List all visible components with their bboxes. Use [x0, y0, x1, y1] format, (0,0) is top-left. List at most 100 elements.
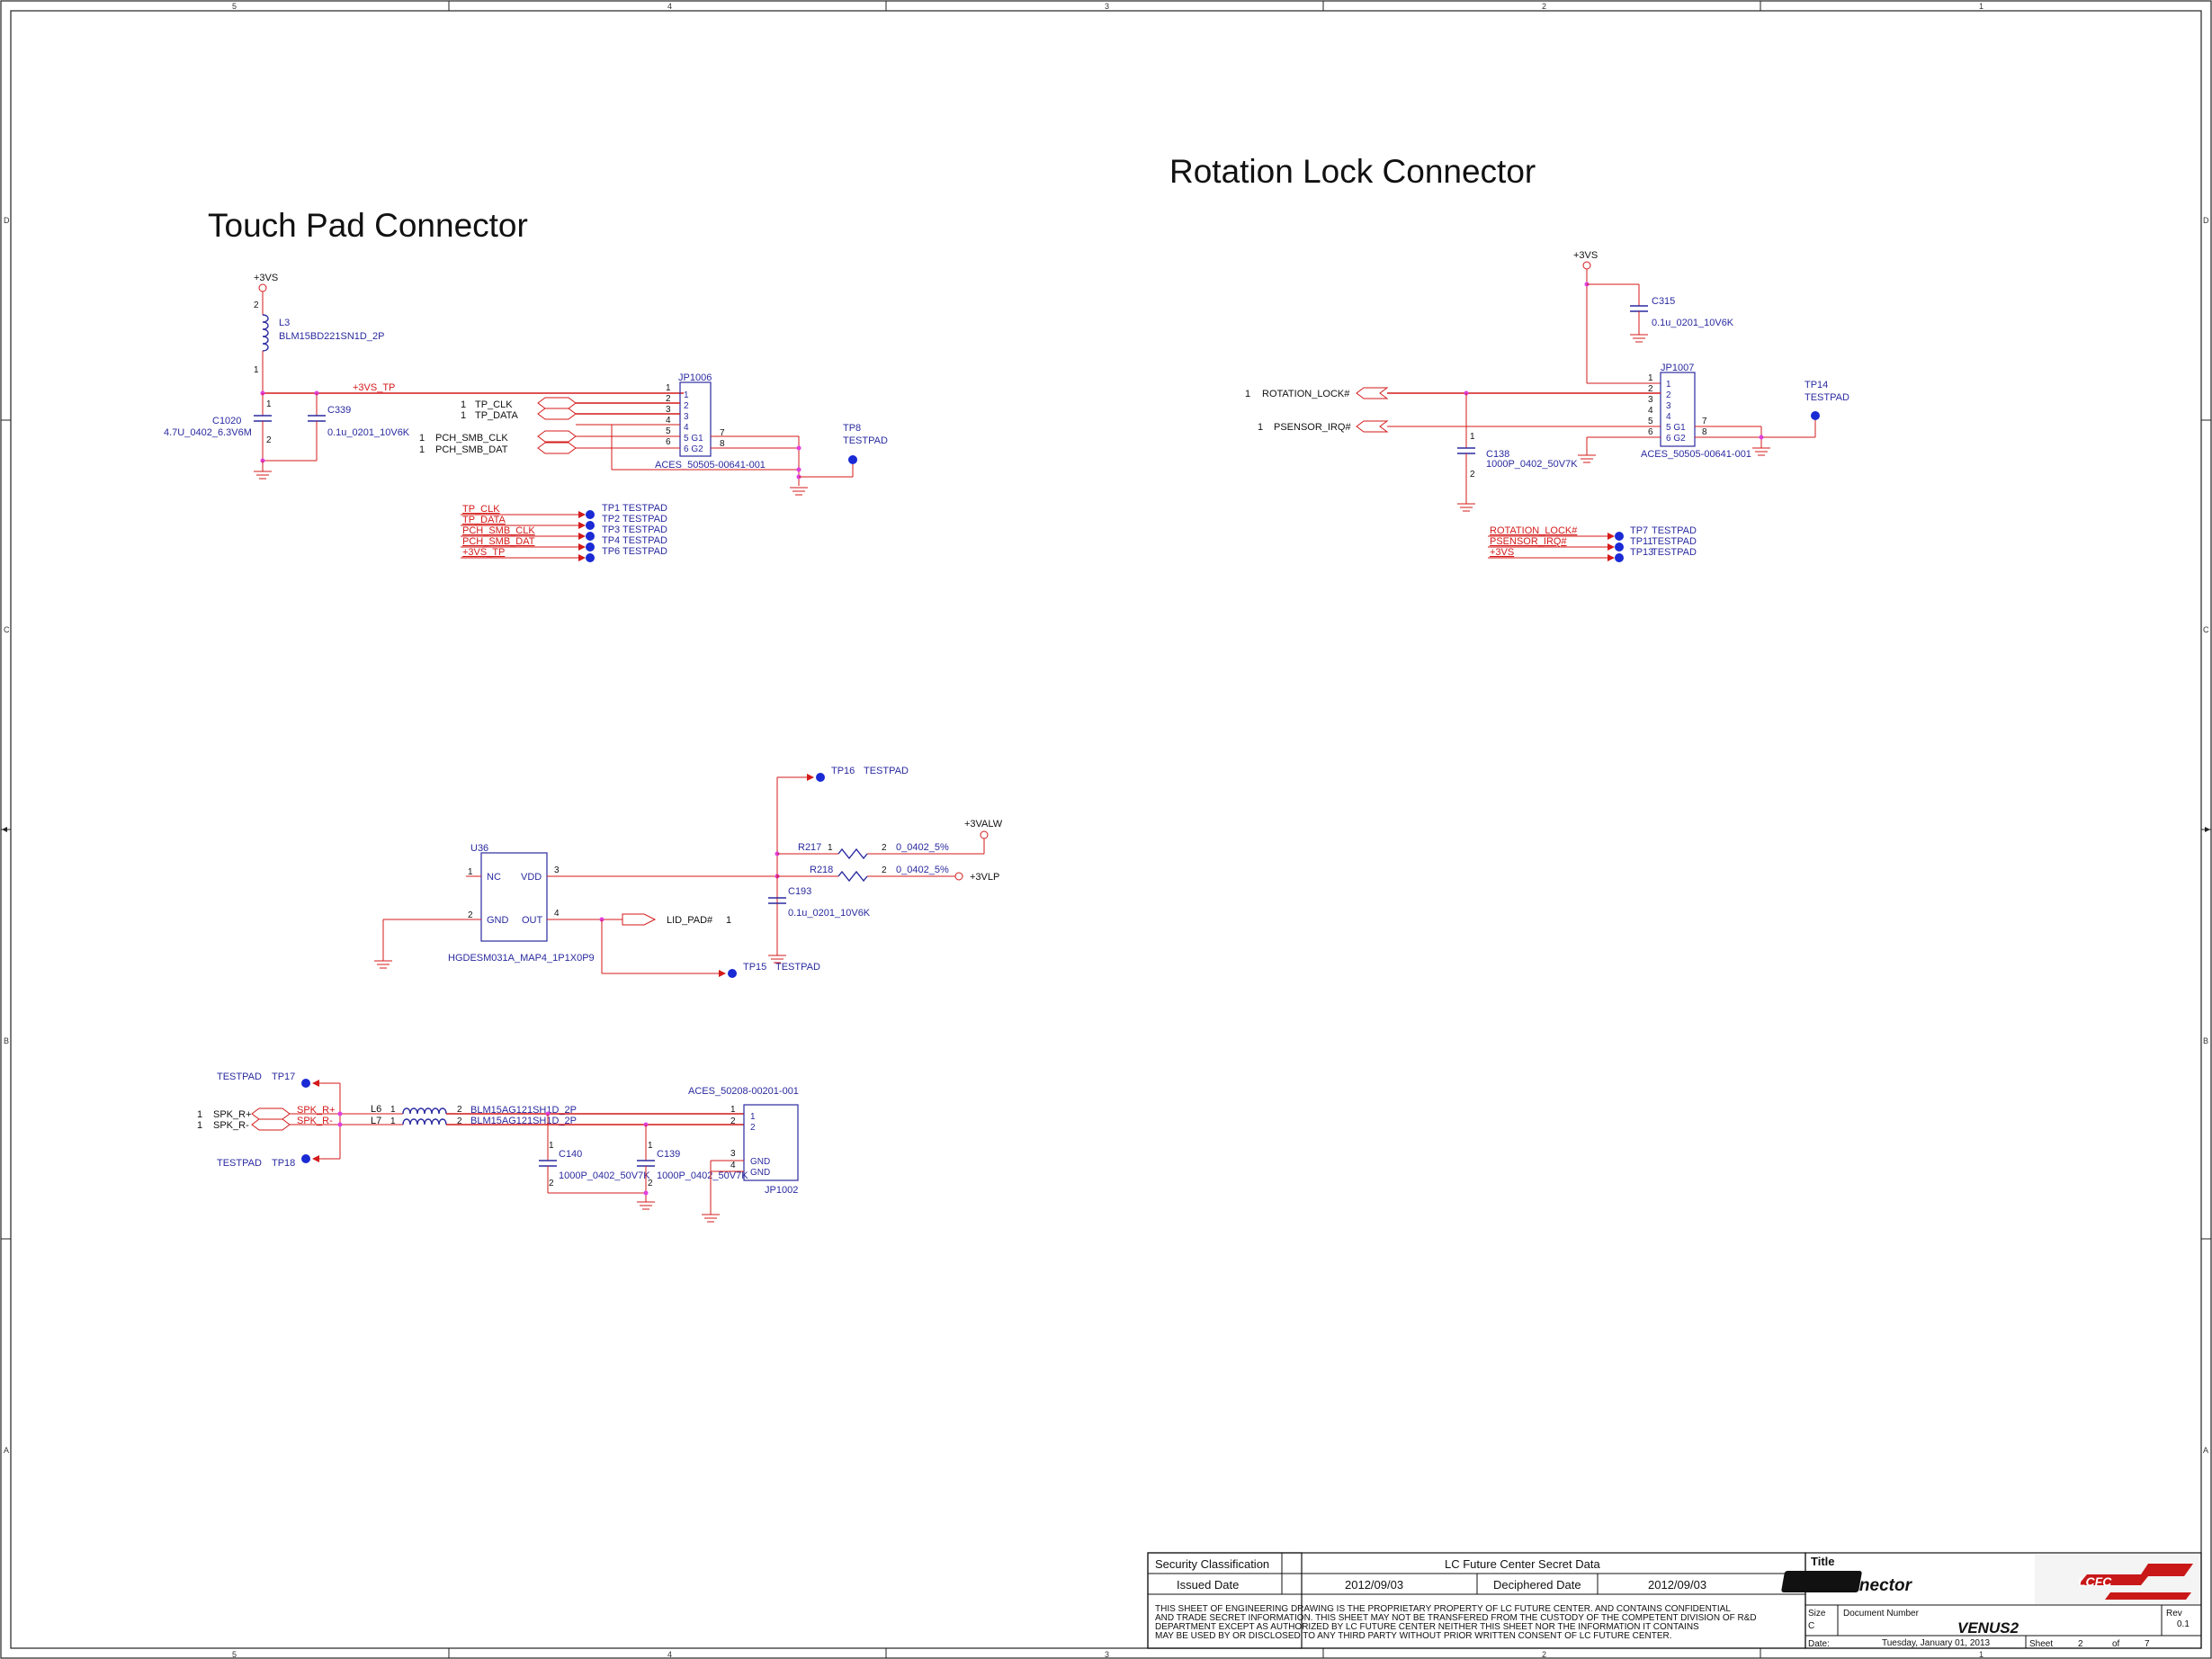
tp17-label: TESTPAD: [217, 1072, 262, 1082]
c339-value: 0.1u_0201_10V6K: [327, 427, 410, 438]
tp15-ref: TP15: [743, 962, 766, 973]
r217-ref: R217: [798, 842, 821, 853]
tp-net: TP_DATA: [462, 515, 506, 525]
svg-text:GND: GND: [750, 1157, 770, 1167]
ground-icon: [1578, 454, 1596, 463]
u36-part: HGDESM031A_MAP4_1P1X0P9: [448, 953, 595, 964]
c139-ref: C139: [657, 1149, 680, 1160]
port-spk-n-icon: [251, 1118, 291, 1131]
port-psensor-icon: [1356, 420, 1389, 433]
testpad-icon: [1615, 532, 1624, 541]
tp-net: PSENSOR_IRQ#: [1490, 536, 1567, 547]
svg-text:1: 1: [750, 1112, 756, 1122]
port-num: 1: [197, 1109, 202, 1120]
l7-ref: L7: [371, 1116, 381, 1126]
c140-pin: 2: [549, 1179, 554, 1188]
ground-icon: [1752, 447, 1770, 456]
zone-row-c-right: C: [2203, 625, 2209, 634]
c1020-pin-1: 1: [266, 399, 272, 409]
touchpad-testpoint-list: TP_CLK TP_DATA PCH_SMB_CLK PCH_SMB_DAT +…: [461, 503, 667, 562]
tb-rev-value: 0.1: [2177, 1619, 2190, 1629]
u36-pin-num: 1: [468, 867, 473, 877]
tb-notice-line: THIS SHEET OF ENGINEERING DRAWING IS THE…: [1155, 1604, 1731, 1614]
c193-value: 0.1u_0201_10V6K: [788, 908, 871, 919]
svg-text:4: 4: [1666, 412, 1671, 422]
testpad-icon: [586, 553, 595, 562]
port-num: 1: [461, 399, 466, 410]
jp1002-pin: 4: [730, 1161, 736, 1170]
tb-notice-line: AND TRADE SECRET INFORMATION. THIS SHEET…: [1155, 1613, 1757, 1623]
testpad-icon: [301, 1154, 310, 1163]
tb-issued-label: Issued Date: [1177, 1578, 1239, 1592]
svg-text:6 G2: 6 G2: [1666, 434, 1686, 444]
svg-text:5 G1: 5 G1: [1666, 423, 1686, 433]
tb-deciphered-label: Deciphered Date: [1493, 1578, 1581, 1592]
zone-col-3-top: 3: [1105, 2, 1109, 11]
tb-docnum-label: Document Number: [1843, 1609, 1920, 1619]
c1020-pin-2: 2: [266, 435, 272, 445]
jp1002-pin: 1: [730, 1105, 736, 1115]
svg-text:3: 3: [666, 405, 671, 415]
zone-row-c-left: C: [4, 625, 10, 634]
tp-ref: TP3: [602, 525, 620, 535]
sig-smb-dat: PCH_SMB_DAT: [435, 444, 508, 455]
zone-col-2-top: 2: [1542, 2, 1546, 11]
testpad-icon: [586, 510, 595, 519]
u36-pin-vdd: VDD: [521, 872, 542, 883]
sig-smb-clk: PCH_SMB_CLK: [435, 433, 508, 444]
testpad-icon: [848, 455, 857, 464]
jp1002-body: [743, 1104, 799, 1181]
testpad-icon: [586, 543, 595, 552]
port-num: 1: [419, 433, 425, 444]
ground-icon: [637, 1201, 655, 1210]
resistor-icon: [837, 870, 868, 883]
tp8-ref: TP8: [843, 423, 861, 434]
svg-text:5: 5: [1648, 417, 1653, 426]
power-valw: +3VALW: [964, 819, 1003, 830]
u36-ref: U36: [470, 843, 488, 854]
tp18-label: TESTPAD: [217, 1158, 262, 1169]
tp-ref: TP2: [602, 514, 620, 525]
r218-value: 0_0402_5%: [896, 865, 949, 875]
tp14-ref: TP14: [1805, 380, 1828, 390]
port-num: 1: [1245, 389, 1250, 399]
tp-net: ROTATION_LOCK#: [1490, 525, 1578, 536]
jp1002-pin: 3: [730, 1149, 736, 1159]
r217-pin: 1: [828, 843, 833, 853]
ground-icon: [768, 955, 786, 964]
tb-date-label: Date:: [1808, 1639, 1830, 1649]
tp15-label: TESTPAD: [775, 962, 820, 973]
svg-text:1: 1: [1666, 380, 1671, 390]
tp-ref: TP7: [1630, 525, 1648, 536]
tp-label: TESTPAD: [1652, 525, 1697, 536]
lcfc-logo: LCFC: [1781, 1555, 2200, 1604]
bead-pin: 2: [457, 1105, 462, 1115]
r218-pin: 2: [882, 865, 887, 875]
svg-text:7: 7: [720, 428, 725, 438]
testpad-icon: [1615, 543, 1624, 552]
inductor-icon: [262, 314, 269, 352]
zone-row-b-right: B: [2203, 1036, 2208, 1045]
svg-text:6 G2: 6 G2: [684, 444, 703, 454]
c139-pin: 2: [648, 1179, 653, 1188]
bead-l6-icon: [402, 1107, 447, 1115]
l3-ref: L3: [279, 318, 290, 328]
l3-pin-2: 2: [254, 300, 259, 310]
port-tp-data-icon: [537, 408, 577, 420]
touchpad-heading: Touch Pad Connector: [208, 207, 528, 244]
svg-text:GND: GND: [750, 1168, 770, 1178]
c140-pin: 1: [549, 1141, 554, 1151]
r218-ref: R218: [810, 865, 833, 875]
tb-rev-label: Rev: [2166, 1609, 2182, 1619]
tp-ref: TP1: [602, 503, 620, 514]
tb-sheet-label: Sheet: [2029, 1639, 2053, 1649]
tb-docnum-value: VENUS2: [1957, 1619, 2019, 1637]
tp16-label: TESTPAD: [864, 766, 909, 776]
power-port-icon: [980, 830, 989, 839]
svg-text:3: 3: [1648, 395, 1653, 405]
testpad-icon: [1811, 411, 1820, 420]
svg-text:3: 3: [1666, 401, 1671, 411]
ground-icon: [702, 1214, 720, 1223]
touchpad-section: Touch Pad Connector +3VS 2 1 L3 BLM15BD2…: [164, 207, 888, 562]
touchpad-power-label: +3VS: [254, 273, 278, 283]
